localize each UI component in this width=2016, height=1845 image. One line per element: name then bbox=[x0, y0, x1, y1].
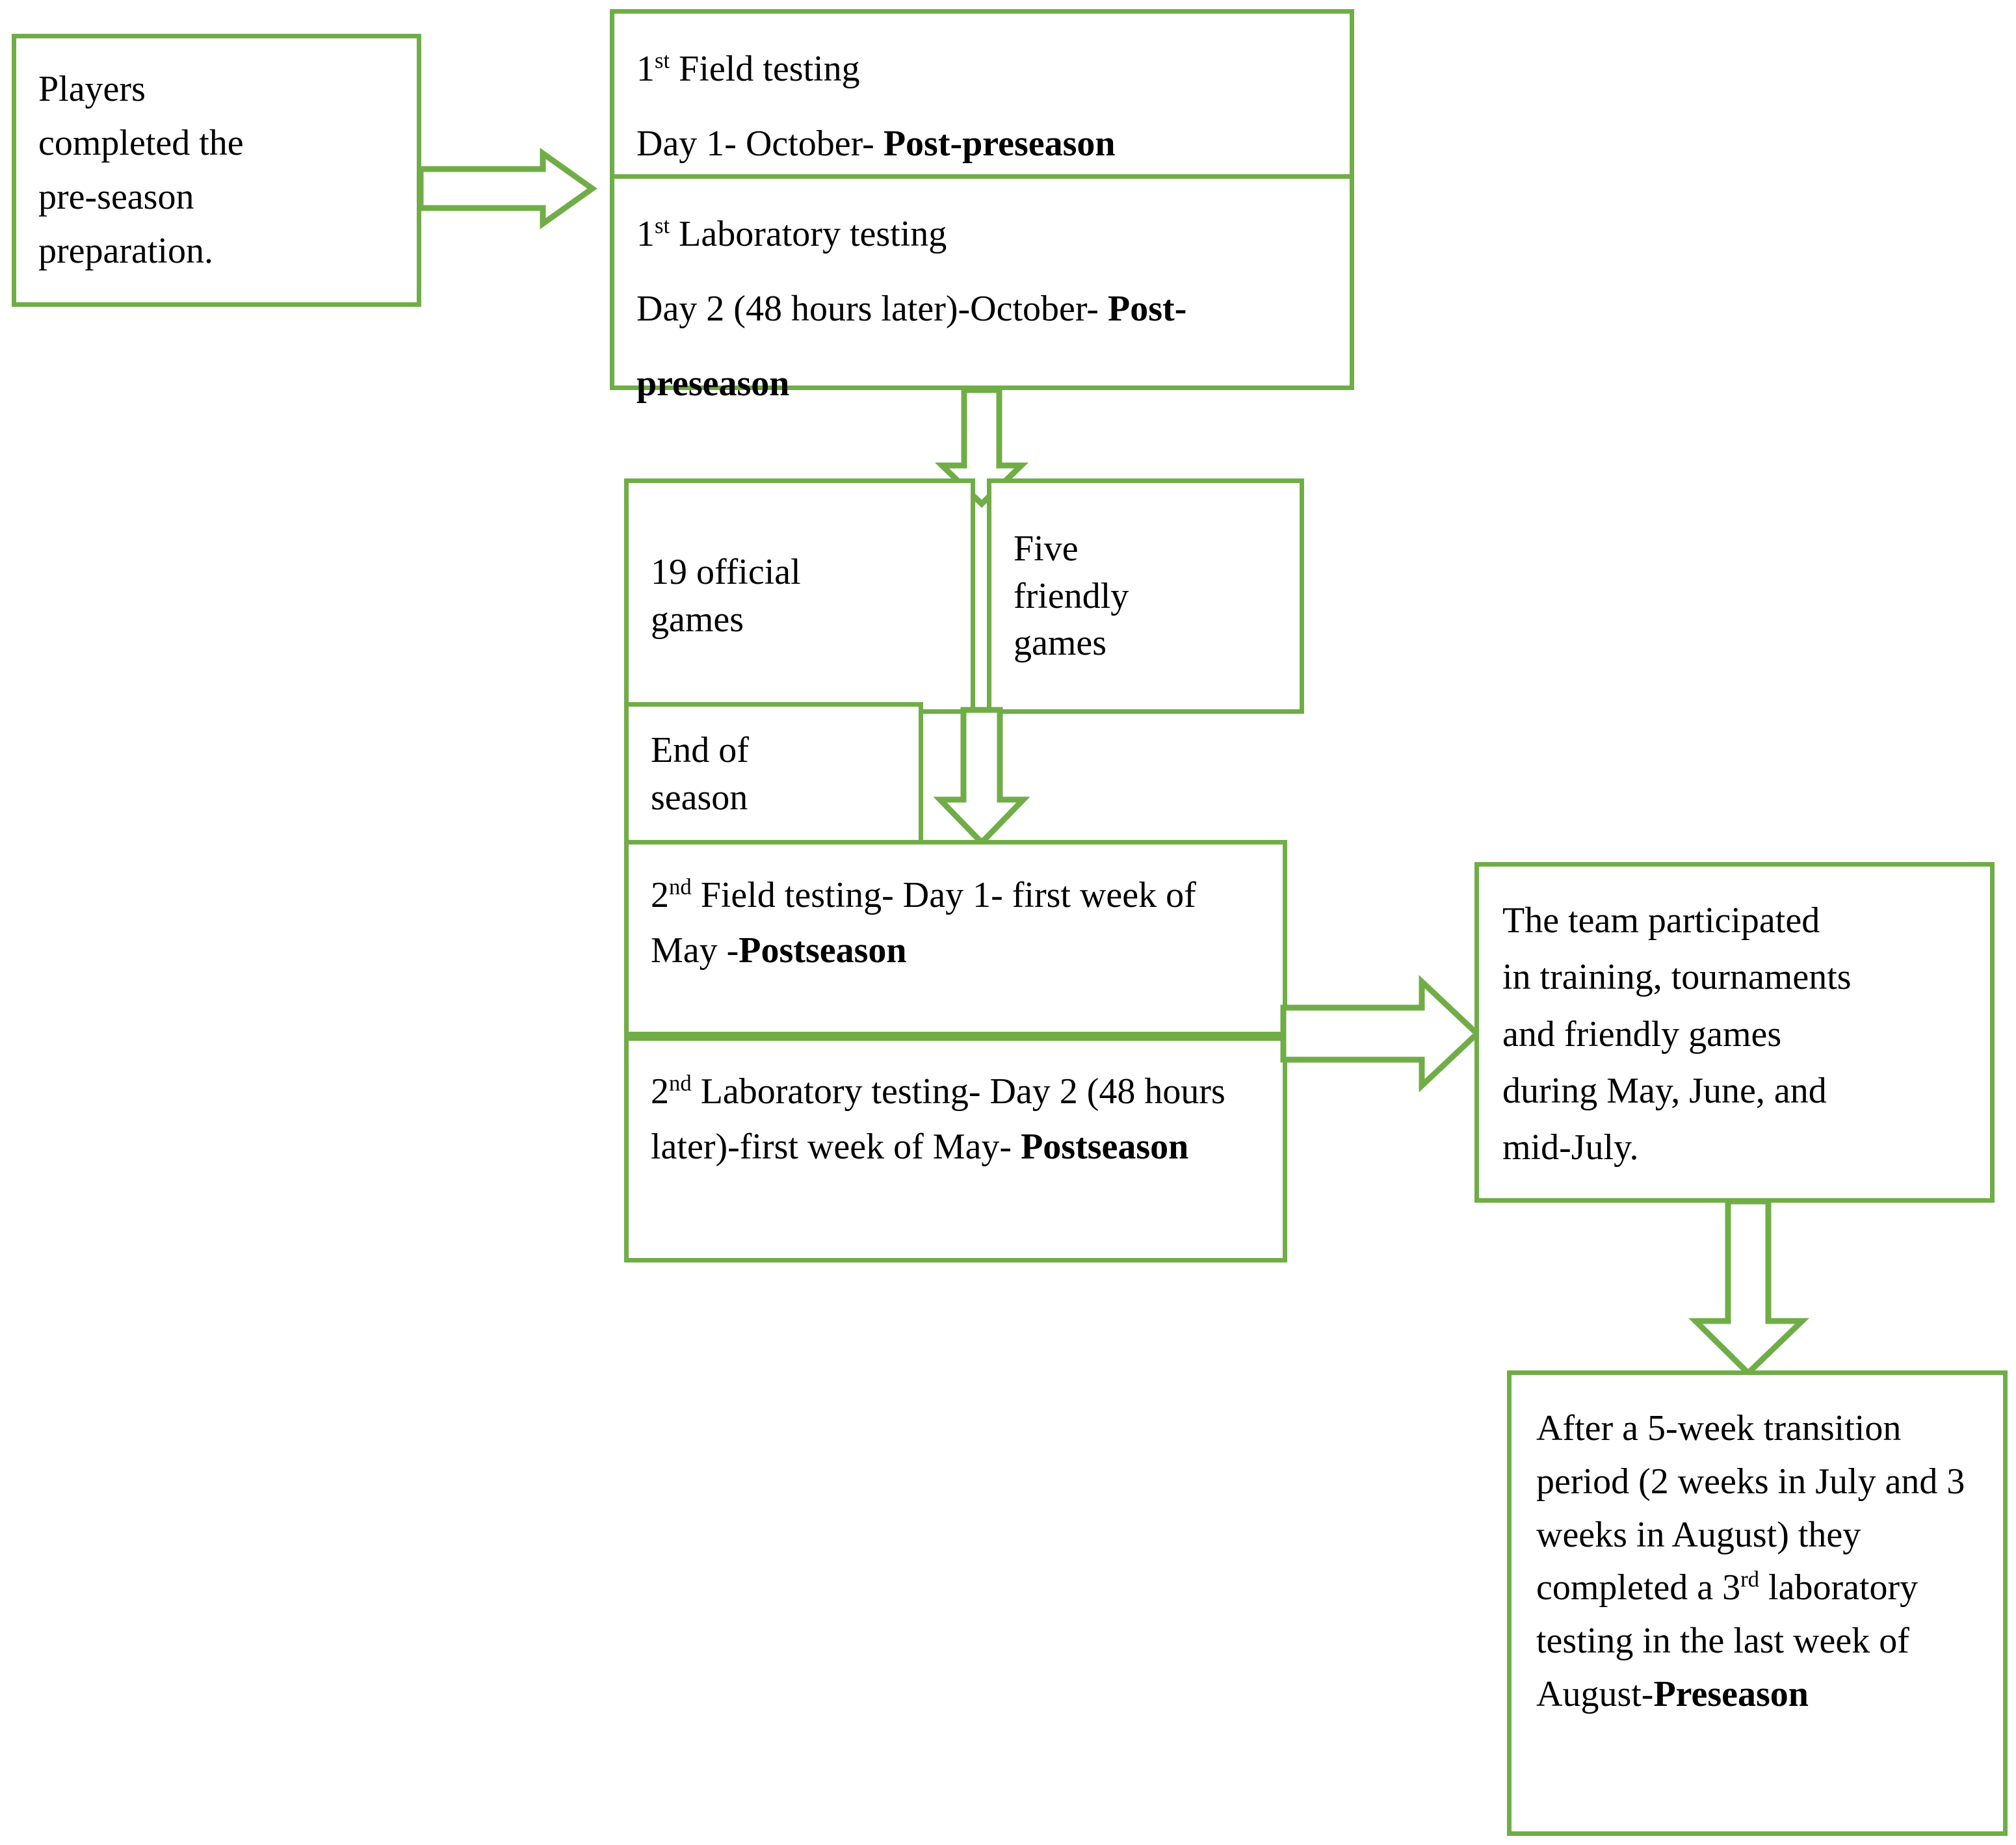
node-text: 2nd Laboratory testing- Day 2 (48 hours … bbox=[651, 1070, 1225, 1168]
ordinal-suffix: st bbox=[655, 47, 670, 73]
arrow-team-participation-to-transition bbox=[1688, 1198, 1811, 1378]
node-text: After a 5-week transition period (2 week… bbox=[1536, 1408, 1965, 1714]
node-line: season bbox=[651, 778, 748, 818]
node-line: games bbox=[651, 599, 744, 640]
node-first-laboratory-testing: 1st Laboratory testing Day 2 (48 hours l… bbox=[610, 174, 1354, 404]
node-players-completed-preseason: Players completed the pre-season prepara… bbox=[12, 34, 421, 307]
arrow-games-to-second-field-testing bbox=[933, 707, 1030, 847]
emphasis-label: Postseason bbox=[739, 930, 907, 971]
node-line: pre-season bbox=[38, 177, 194, 217]
node-team-participation: The team participated in training, tourn… bbox=[1474, 862, 1995, 1203]
arrow-players-to-field-testing bbox=[417, 148, 597, 229]
ordinal-suffix: nd bbox=[669, 1070, 692, 1096]
node-line: during May, June, and bbox=[1502, 1071, 1827, 1112]
node-line-2: Day 1- October- Post-preseason bbox=[636, 123, 1116, 164]
node-second-field-testing: 2nd Field testing- Day 1- first week of … bbox=[624, 840, 1287, 1036]
node-end-of-season: End of season bbox=[624, 702, 923, 846]
emphasis-label: Post-preseason bbox=[883, 123, 1116, 164]
node-second-laboratory-testing: 2nd Laboratory testing- Day 2 (48 hours … bbox=[624, 1036, 1287, 1263]
emphasis-label: Post-preseason bbox=[636, 288, 1187, 404]
ordinal-suffix: st bbox=[655, 213, 670, 239]
node-text: 2nd Field testing- Day 1- first week of … bbox=[651, 874, 1196, 971]
node-line: games bbox=[1014, 623, 1107, 664]
node-line: 19 official bbox=[651, 552, 801, 593]
node-line: The team participated bbox=[1502, 900, 1820, 941]
node-line: Players bbox=[38, 69, 146, 110]
node-line: preparation. bbox=[38, 230, 213, 271]
arrow-second-testing-to-team-participation bbox=[1280, 975, 1482, 1093]
emphasis-label: Preseason bbox=[1653, 1673, 1809, 1714]
node-line: friendly bbox=[1014, 575, 1129, 616]
node-line: End of bbox=[651, 730, 749, 771]
node-line-2: Day 2 (48 hours later)-October- Post-pre… bbox=[636, 288, 1187, 404]
node-line-1: 1st Field testing bbox=[636, 47, 860, 89]
node-line: mid-July. bbox=[1502, 1127, 1639, 1168]
node-line-1: 1st Laboratory testing bbox=[636, 213, 947, 254]
emphasis-label: Postseason bbox=[1021, 1127, 1189, 1168]
ordinal-suffix: nd bbox=[669, 874, 692, 900]
node-line: in training, tournaments bbox=[1502, 957, 1852, 998]
ordinal-suffix: rd bbox=[1740, 1566, 1760, 1592]
node-transition-period: After a 5-week transition period (2 week… bbox=[1507, 1370, 2008, 1836]
node-line: completed the bbox=[38, 123, 244, 164]
node-line: and friendly games bbox=[1502, 1014, 1782, 1054]
node-line: Five bbox=[1014, 528, 1079, 569]
node-first-field-testing: 1st Field testing Day 1- October- Post-p… bbox=[610, 9, 1354, 179]
node-official-games: 19 official games bbox=[624, 478, 975, 714]
node-friendly-games: Five friendly games bbox=[987, 478, 1304, 714]
